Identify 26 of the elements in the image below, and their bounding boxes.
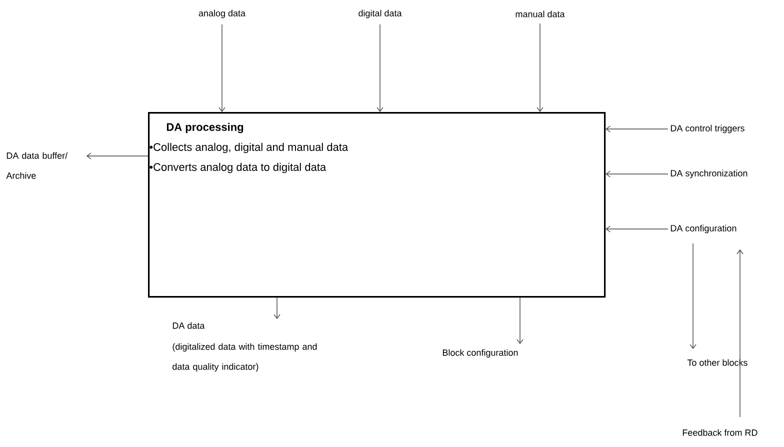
bullet-text: •Converts analog data to digital data (150, 162, 326, 174)
arrow (86, 152, 148, 160)
arrow (690, 243, 696, 349)
node-label: DA synchronization (670, 170, 748, 178)
arrow (606, 170, 668, 178)
node-label: Block configuration (442, 349, 518, 358)
node-label: DA configuration (670, 224, 736, 234)
node-label: Feedback from RD (682, 429, 758, 436)
arrow (274, 297, 280, 319)
arrow (606, 126, 668, 132)
bullet-text: •Collects analog, digital and manual data (150, 142, 348, 154)
arrow (376, 24, 384, 112)
arrow (736, 249, 744, 418)
box-heading: DA processing (166, 122, 244, 134)
node-label: (digitalized data with timestamp and data quality indicator) (172, 343, 317, 372)
node-label: analog data (198, 10, 246, 18)
node-label: digital data (358, 10, 402, 18)
node-label: To other blocks (687, 359, 748, 366)
node-label: DA data buffer/ Archive (6, 152, 68, 179)
arrow (606, 226, 668, 232)
node-label: DA data (172, 322, 205, 329)
arrow (516, 297, 524, 344)
node-label: manual data (516, 10, 565, 18)
node-label: DA control triggers (670, 124, 744, 134)
arrow (536, 23, 544, 112)
arrow (218, 24, 226, 112)
